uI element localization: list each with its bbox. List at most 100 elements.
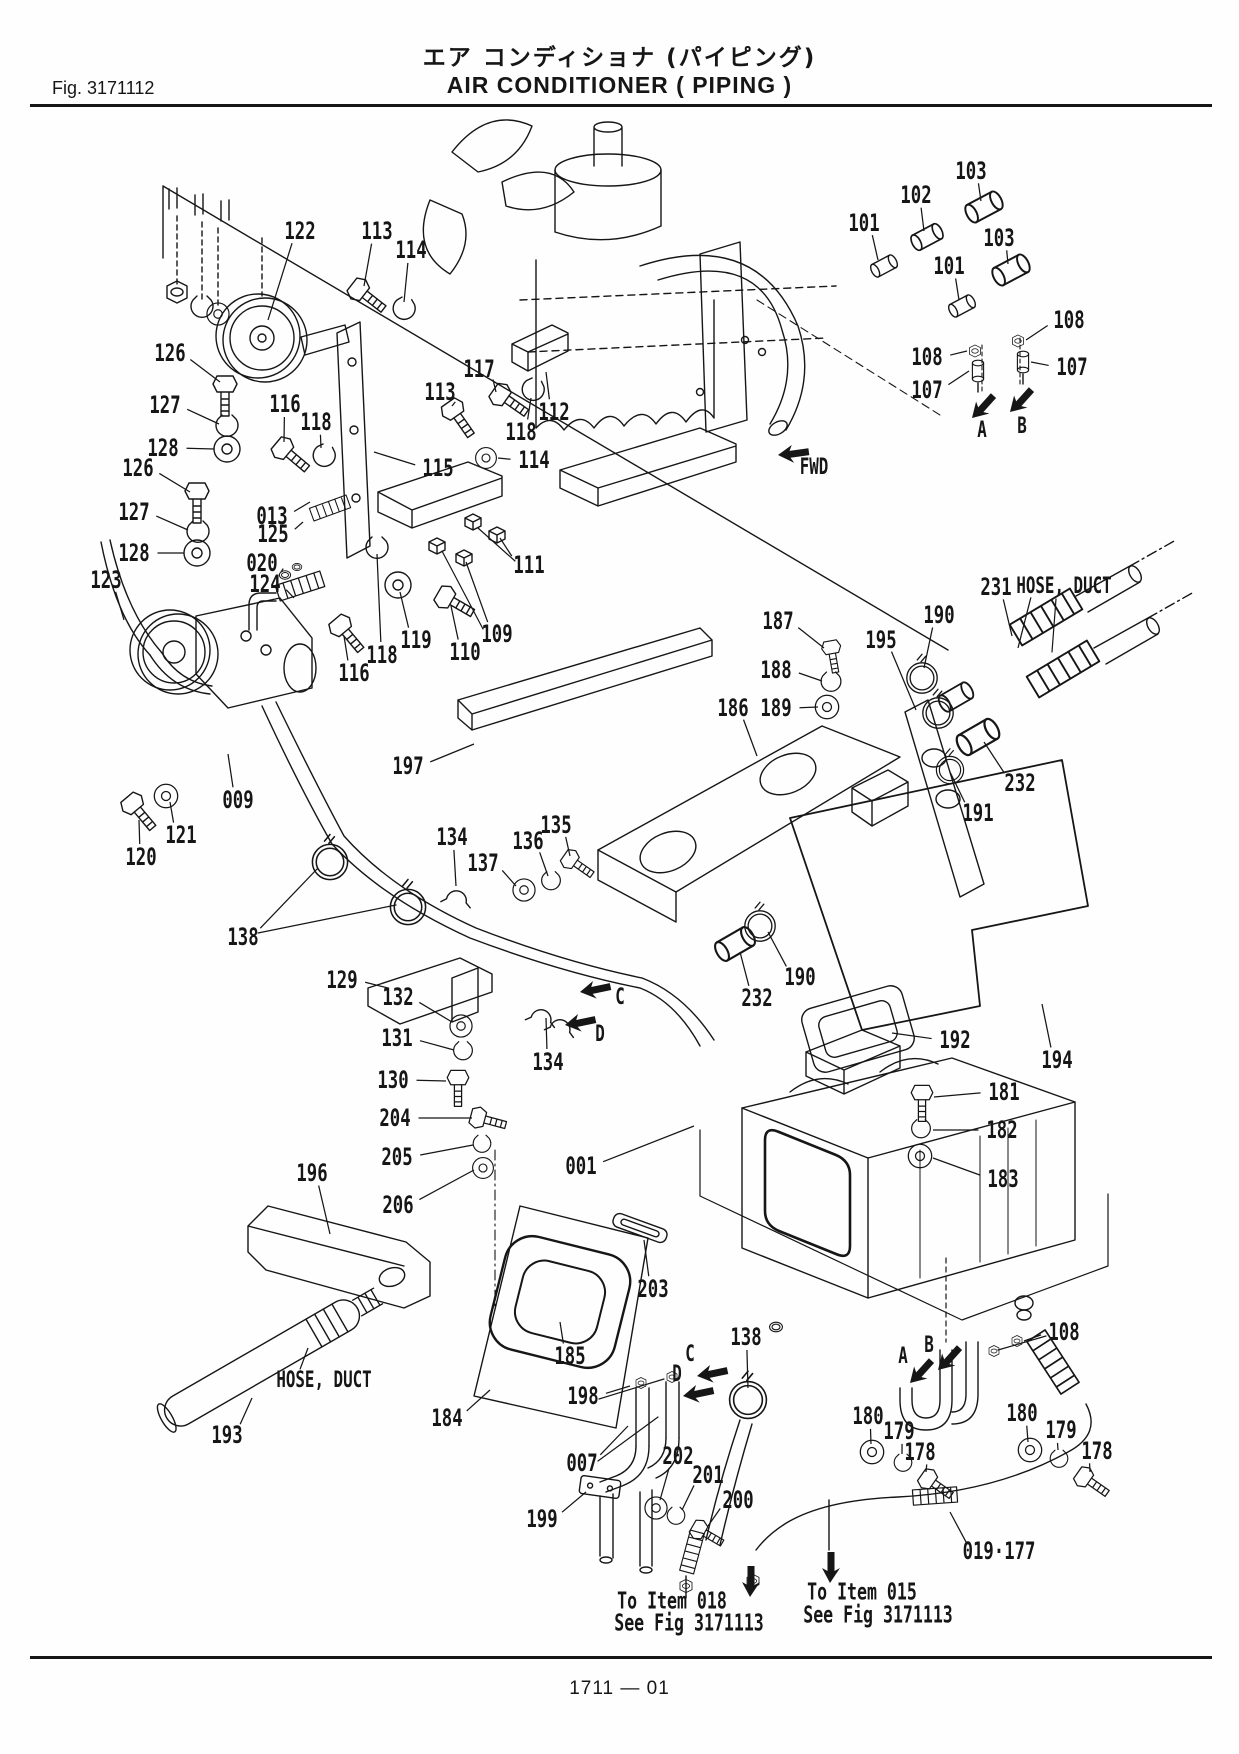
callout-128: 128 [118, 539, 150, 567]
view-letter-A: A [898, 1344, 908, 1369]
pulley-122 [215, 293, 308, 383]
leader-line [527, 397, 532, 420]
leader-line [294, 521, 304, 530]
leader-line [466, 1389, 491, 1412]
callout-To Item 018: To Item 018 [617, 1588, 727, 1615]
callout-115: 115 [422, 454, 454, 482]
bracket-186 [597, 725, 909, 923]
leader-line [159, 472, 191, 493]
leader-line [1030, 361, 1049, 367]
leader-line [280, 568, 284, 573]
leader-line [890, 651, 917, 711]
callout-231: 231 [980, 573, 1012, 601]
leader-line [138, 819, 141, 845]
callout-131: 131 [381, 1024, 413, 1052]
callout-188: 188 [760, 656, 792, 684]
view-letter-B: B [924, 1333, 934, 1358]
callout-194: 194 [1041, 1046, 1073, 1074]
leader-line [419, 1040, 455, 1051]
leader-line [169, 801, 175, 823]
leader-line [545, 371, 551, 400]
exhaust-pipe [639, 254, 806, 436]
callout-019·177: 019·177 [962, 1537, 1036, 1565]
figure-number: Fig. 3171112 [52, 78, 155, 98]
callout-206: 206 [382, 1191, 414, 1219]
leader-line [1023, 1334, 1042, 1342]
leader-line [681, 1485, 695, 1511]
callout-110: 110 [449, 638, 481, 666]
leader-line [799, 706, 819, 709]
leader-line [465, 561, 489, 623]
callout-198: 198 [567, 1382, 599, 1410]
mount-panel [162, 185, 949, 651]
leader-line [319, 434, 322, 449]
angle-bar-197 [457, 627, 713, 731]
callout-182: 182 [986, 1116, 1018, 1144]
callout-118: 118 [366, 641, 398, 669]
cooling-fan [422, 119, 575, 275]
leader-line [739, 951, 750, 986]
callout-180: 180 [852, 1402, 884, 1430]
callout-193: 193 [211, 1421, 243, 1449]
floor-frame [699, 1129, 1109, 1343]
callout-112: 112 [538, 398, 570, 426]
leader-line [920, 207, 925, 232]
callout-To Item 015: To Item 015 [807, 1579, 917, 1606]
callout-179: 179 [1045, 1416, 1077, 1444]
callout-109: 109 [481, 620, 513, 648]
leader-line [419, 1001, 453, 1023]
leader-line [363, 243, 373, 287]
callout-132: 132 [382, 983, 414, 1011]
compressor-009 [129, 592, 317, 709]
callout-192: 192 [939, 1026, 971, 1054]
callout-107: 107 [1056, 353, 1088, 381]
callout-134: 134 [532, 1048, 564, 1076]
callout-195: 195 [865, 626, 897, 654]
callout-101: 101 [848, 209, 880, 237]
callout-013: 013 [256, 502, 288, 530]
callout-113: 113 [424, 378, 456, 406]
callout-232: 232 [741, 984, 773, 1012]
leader-line [983, 741, 1006, 774]
leader-line [318, 1185, 331, 1235]
callout-178: 178 [1081, 1437, 1113, 1465]
leader-line [977, 183, 982, 202]
callout-136: 136 [512, 827, 544, 855]
leader-line [1026, 1425, 1029, 1443]
leader-line [364, 981, 389, 989]
small-parts [117, 188, 1114, 1594]
callout-189: 189 [760, 694, 792, 722]
leader-line [115, 591, 125, 621]
leader-line [416, 1079, 447, 1082]
callout-199: 199 [526, 1505, 558, 1533]
leader-line [605, 1385, 631, 1394]
leader-line [797, 627, 825, 649]
leader-line [239, 1397, 253, 1425]
callout-See Fig 3171113: See Fig 3171113 [803, 1602, 953, 1629]
duct-pad-185 [488, 1234, 632, 1370]
leader-line [1002, 599, 1013, 637]
callout-187: 187 [762, 607, 794, 635]
leader-line [955, 278, 960, 301]
callout-See Fig 3171113: See Fig 3171113 [614, 1610, 764, 1637]
duct-hoses-231 [1008, 539, 1195, 699]
leader-line [746, 1349, 749, 1389]
leader-line [767, 931, 787, 967]
callout-114: 114 [395, 236, 427, 264]
view-letter-D: D [672, 1362, 682, 1387]
leader-line [267, 243, 293, 321]
callout-126: 126 [154, 339, 186, 367]
callout-196: 196 [296, 1159, 328, 1187]
callout-123: 123 [90, 566, 122, 594]
callout-111: 111 [513, 551, 545, 579]
callout-178: 178 [904, 1438, 936, 1466]
callout-183: 183 [987, 1165, 1019, 1193]
callout-107: 107 [911, 376, 943, 404]
leader-line [1017, 597, 1032, 649]
leader-line [492, 379, 497, 393]
leader-line [707, 1508, 721, 1527]
duct-bracket-196 [247, 1205, 431, 1309]
leader-line [1025, 324, 1049, 341]
heater-pipes [578, 1381, 680, 1574]
